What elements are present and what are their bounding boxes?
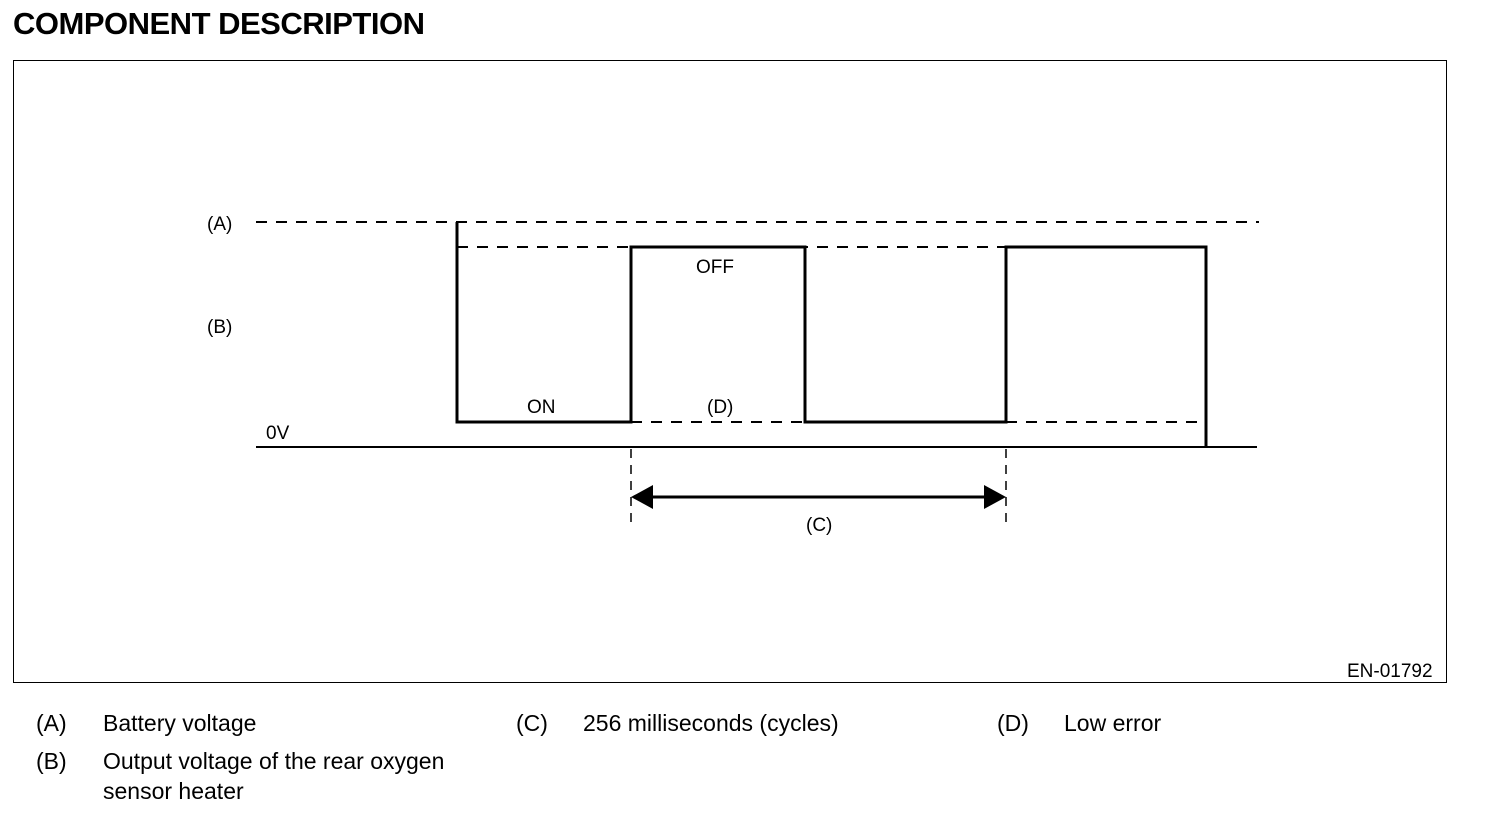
- legend-key: (B): [36, 748, 67, 774]
- legend-text: Output voltage of the rear oxygen: [103, 748, 445, 774]
- label-b: (B): [207, 317, 232, 338]
- label-off: OFF: [696, 257, 734, 278]
- heater-output-waveform: [455, 222, 1208, 447]
- arrowhead-left: [631, 485, 653, 509]
- legend-text: 256 milliseconds (cycles): [583, 710, 839, 736]
- label-c: (C): [806, 515, 832, 536]
- arrowhead-right: [984, 485, 1006, 509]
- label-zero-volt: 0V: [266, 423, 290, 444]
- waveform-diagram: (A) (B) 0V OFF ON (D) (C) EN-01792: [207, 214, 1433, 682]
- label-d: (D): [707, 397, 733, 418]
- legend-key: (A): [36, 710, 67, 736]
- legend-key: (D): [997, 710, 1029, 736]
- legend-text: Low error: [1064, 710, 1162, 736]
- legend-text-continued: sensor heater: [103, 778, 244, 804]
- legend-text: Battery voltage: [103, 710, 257, 736]
- label-on: ON: [527, 397, 556, 418]
- legend-key: (C): [516, 710, 548, 736]
- waveform-figure: (A) (B) 0V OFF ON (D) (C) EN-01792: [13, 60, 1447, 683]
- figure-id: EN-01792: [1347, 661, 1433, 682]
- label-a: (A): [207, 214, 232, 235]
- page-title: COMPONENT DESCRIPTION: [13, 6, 425, 41]
